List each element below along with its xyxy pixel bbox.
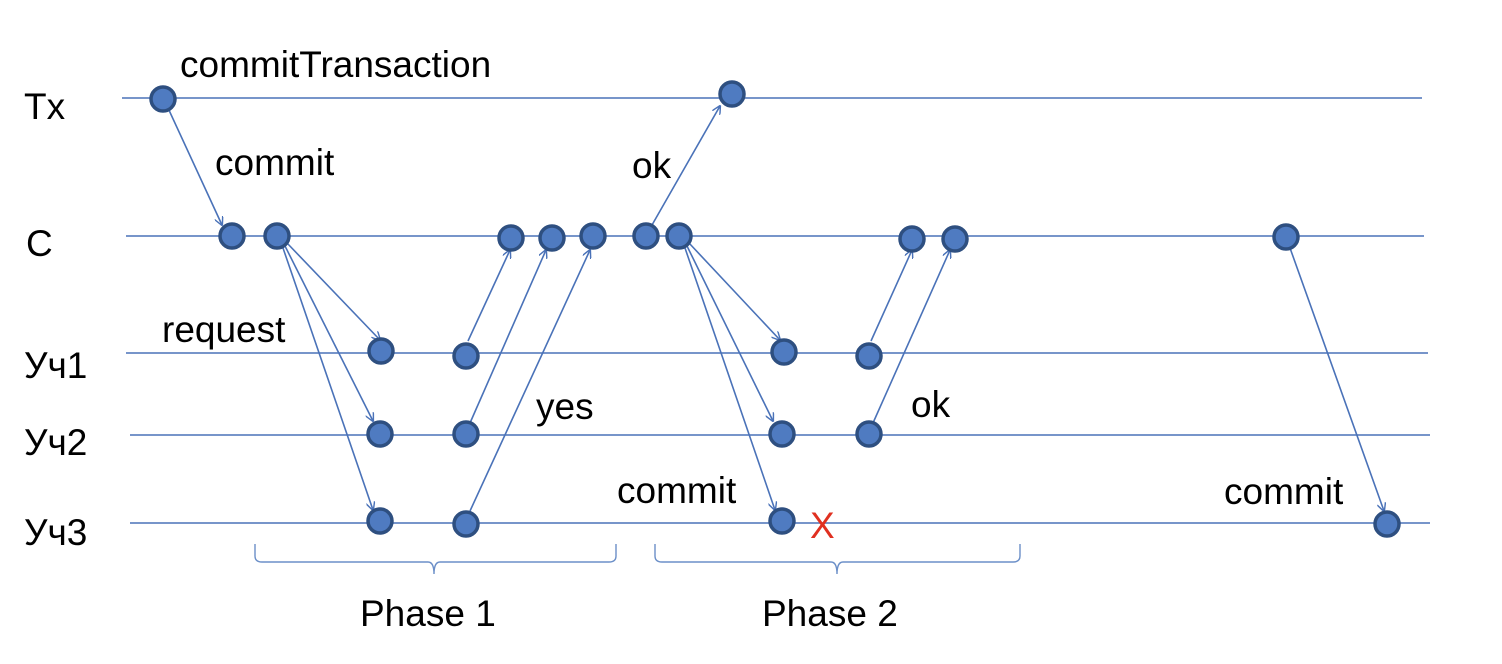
label-request: request [162, 309, 286, 350]
node-p3-3 [768, 507, 796, 535]
lane-label-tx: Tx [24, 86, 66, 127]
label-commit-2: commit [617, 470, 737, 511]
lane-label-p1: Уч1 [24, 345, 87, 386]
node-p1-2 [452, 342, 480, 370]
arrow-commit-p2 [686, 245, 773, 421]
node-c-5 [579, 222, 607, 250]
node-c-7 [665, 222, 693, 250]
arrow-ok-p1 [870, 250, 912, 342]
node-p1-4 [855, 342, 883, 370]
lane-label-p2: Уч2 [24, 422, 87, 463]
arrow-yes-p2 [469, 250, 546, 424]
node-c-10 [1272, 223, 1300, 251]
node-c-1 [218, 222, 246, 250]
node-p2-3 [768, 420, 796, 448]
node-tx-start [149, 85, 177, 113]
node-c-3 [497, 224, 525, 252]
node-c-9 [941, 225, 969, 253]
phase-2-brace [654, 544, 1021, 575]
arrow-request-p3 [282, 247, 373, 510]
label-ok-1: ok [632, 145, 672, 186]
node-p3-recovered [1373, 510, 1401, 538]
failure-mark: X [810, 505, 835, 546]
node-c-6 [632, 222, 660, 250]
node-p3-2 [452, 510, 480, 538]
node-c-4 [538, 224, 566, 252]
node-p2-4 [855, 420, 883, 448]
phase-1-brace [254, 544, 617, 575]
arrow-commit-p1 [688, 242, 780, 340]
arrow-request-p1 [286, 242, 380, 340]
label-yes: yes [536, 386, 594, 427]
label-commit-3: commit [1224, 471, 1344, 512]
arrow-request-p2 [284, 245, 373, 421]
label-ok-2: ok [911, 384, 951, 425]
lane-label-p3: Уч3 [24, 512, 87, 553]
phase-1-label: Phase 1 [360, 593, 496, 634]
label-commit-transaction: commitTransaction [180, 44, 491, 85]
arrow-yes-p3 [469, 250, 590, 512]
phase-2-label: Phase 2 [762, 593, 898, 634]
arrow-ok-p2 [872, 250, 950, 424]
arrow-tx-to-c-commit [167, 107, 222, 225]
node-p1-1 [367, 337, 395, 365]
node-p2-1 [366, 420, 394, 448]
node-p2-2 [452, 420, 480, 448]
node-c-8 [898, 225, 926, 253]
arrow-ok-to-tx [651, 106, 720, 226]
node-p3-1 [366, 507, 394, 535]
lane-label-c: C [26, 223, 53, 264]
node-c-2 [263, 222, 291, 250]
node-tx-ok [718, 80, 746, 108]
arrow-commit-p3 [684, 247, 775, 510]
node-p1-3 [770, 338, 798, 366]
label-commit-1: commit [215, 142, 335, 183]
arrow-yes-p1 [467, 250, 510, 342]
arrow-recovery-commit-p3 [1289, 247, 1384, 511]
